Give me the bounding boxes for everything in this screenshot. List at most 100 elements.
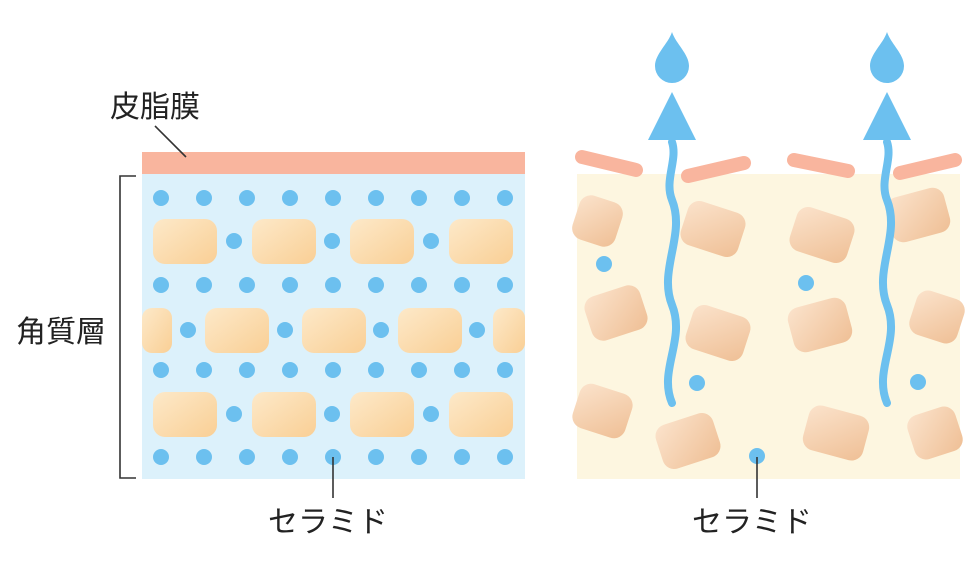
ceramide-dot (282, 449, 298, 465)
corneocyte (350, 392, 414, 437)
corneocyte (350, 219, 414, 264)
ceramide-dot (282, 190, 298, 206)
ceramide-dot (596, 256, 612, 272)
ceramide-dot (368, 190, 384, 206)
ceramide-dot (469, 322, 485, 338)
corneocyte-damaged (572, 383, 633, 439)
arrow-head (648, 92, 696, 140)
damaged-skin-panel (572, 32, 965, 498)
ceramide-dot (325, 190, 341, 206)
ceramide-dot (423, 406, 439, 422)
ceramide-dot (239, 277, 255, 293)
corneocyte-damaged (789, 206, 855, 264)
ceramide-dot (749, 448, 765, 464)
ceramide-dot (689, 375, 705, 391)
sebum-fragments (575, 150, 962, 183)
corneocyte (493, 308, 525, 353)
ceramide-dot (324, 233, 340, 249)
ceramide-dot (411, 190, 427, 206)
ceramide-dot (368, 449, 384, 465)
ceramide-dot (196, 449, 212, 465)
stratum-corneum-bracket (119, 175, 136, 479)
sebum-fragment (681, 156, 751, 183)
corneocyte (449, 219, 513, 264)
corneocyte-damaged (655, 412, 721, 470)
ceramide-label-right: セラミド (692, 505, 812, 540)
healthy-skin-panel (119, 125, 525, 498)
ceramide-dot (239, 190, 255, 206)
water-drop-icon (870, 32, 904, 83)
corneocyte (302, 308, 366, 353)
corneocytes-right (572, 187, 965, 470)
corneocyte (398, 308, 462, 353)
moisture-wave (879, 138, 895, 407)
corneocytes-left (142, 219, 525, 437)
corneocyte (153, 392, 217, 437)
ceramide-dot (373, 322, 389, 338)
ceramide-dot (153, 277, 169, 293)
sebum-membrane-band (142, 152, 525, 174)
ceramide-dot (196, 190, 212, 206)
ceramide-dot (324, 406, 340, 422)
sebum-fragment (575, 150, 643, 177)
ceramide-dot (497, 362, 513, 378)
sebum-fragment (893, 153, 962, 180)
corneocyte (142, 308, 172, 353)
ceramide-dot (282, 362, 298, 378)
ceramide-dot (497, 449, 513, 465)
moisture-wave (664, 138, 680, 407)
corneocyte-damaged (907, 406, 963, 460)
ceramide-dot (910, 374, 926, 390)
ceramide-dot (497, 190, 513, 206)
sebum-fragment (787, 153, 855, 178)
ceramide-dot (325, 362, 341, 378)
corneocyte (252, 392, 316, 437)
corneocyte (252, 219, 316, 264)
ceramide-dot (411, 277, 427, 293)
corneocyte-damaged (909, 290, 965, 344)
ceramide-dot (454, 449, 470, 465)
moisture-escape-arrows (648, 32, 911, 407)
ceramide-dot (497, 277, 513, 293)
ceramide-dot (423, 233, 439, 249)
ceramide-dots-right (596, 256, 926, 464)
corneocyte-damaged (685, 304, 751, 362)
corneocyte-damaged (572, 195, 623, 247)
arrow-head (863, 92, 911, 140)
ceramide-dot (196, 277, 212, 293)
corneocyte (205, 308, 269, 353)
ceramide-dot (798, 275, 814, 291)
ceramide-dot (239, 362, 255, 378)
ceramide-dot (411, 362, 427, 378)
sebum-leader-line (154, 125, 187, 158)
corneocyte-damaged (787, 297, 853, 353)
corneocyte-damaged (680, 200, 746, 258)
ceramide-dot (277, 322, 293, 338)
stratum-corneum-label: 角質層 (16, 315, 106, 350)
corneocyte (449, 392, 513, 437)
ceramide-dot (153, 449, 169, 465)
corneocyte-damaged (885, 187, 951, 243)
water-drop-icon (655, 32, 689, 83)
ceramide-dot (180, 322, 196, 338)
ceramide-dot (153, 190, 169, 206)
ceramide-dot (368, 277, 384, 293)
ceramide-label-left: セラミド (268, 505, 388, 540)
ceramide-dot (196, 362, 212, 378)
ceramide-dot (368, 362, 384, 378)
ceramide-dot (454, 277, 470, 293)
sebum-membrane-label: 皮脂膜 (110, 90, 200, 125)
ceramide-dot (239, 449, 255, 465)
corneocyte-damaged (584, 285, 648, 341)
ceramide-dot (226, 233, 242, 249)
ceramide-dot (282, 277, 298, 293)
ceramide-dot (325, 277, 341, 293)
ceramide-dot (454, 190, 470, 206)
ceramide-dot (153, 362, 169, 378)
ceramide-dot (226, 406, 242, 422)
ceramide-dot (411, 449, 427, 465)
ceramide-dot (454, 362, 470, 378)
ceramide-dots-left (153, 190, 513, 465)
